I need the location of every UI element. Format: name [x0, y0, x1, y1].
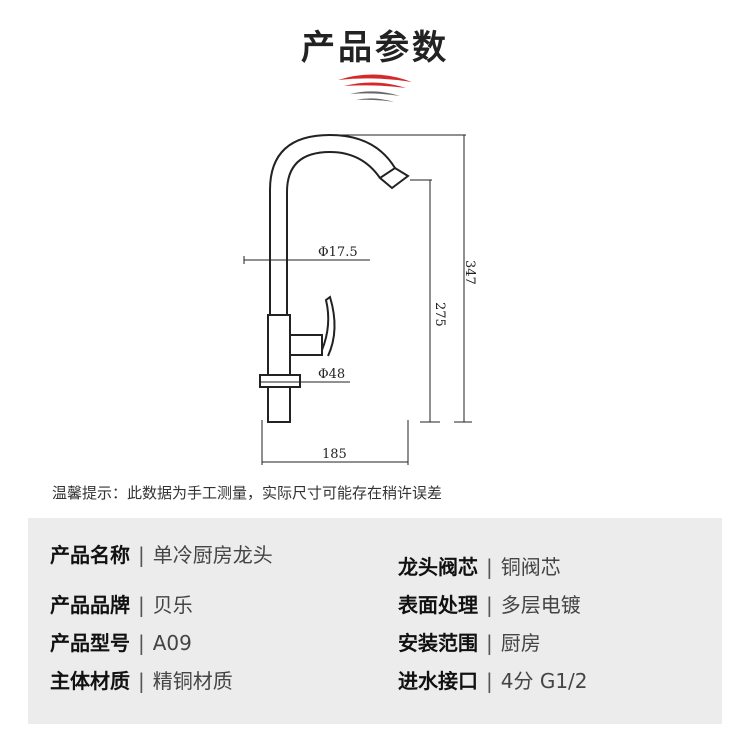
dim-pipe-diameter: Φ17.5: [318, 245, 358, 260]
spec-label: 进水接口: [398, 669, 478, 693]
spec-row: 进水接口 | 4分 G1/2: [398, 666, 588, 696]
spec-separator: |: [486, 593, 493, 617]
faucet-dimension-drawing: Φ17.5 Φ48 275 347 185: [243, 133, 477, 465]
spec-label: 产品名称: [50, 543, 130, 567]
spec-label: 表面处理: [398, 593, 478, 617]
dim-total-height: 347: [462, 260, 477, 285]
spec-label: 主体材质: [50, 669, 130, 693]
spec-row: 产品型号 | A09: [50, 628, 192, 658]
spec-row: 主体材质 | 精铜材质: [50, 666, 233, 696]
page-title: 产品参数: [301, 28, 449, 68]
spec-value: 铜阀芯: [500, 555, 561, 579]
wave-logo-icon: [338, 74, 412, 102]
spec-row: 产品名称 | 单冷厨房龙头: [50, 540, 273, 570]
spec-value: 多层电镀: [500, 593, 581, 617]
spec-value: 厨房: [500, 631, 541, 655]
spec-separator: |: [486, 631, 493, 655]
spec-row: 表面处理 | 多层电镀: [398, 590, 581, 620]
spec-label: 产品型号: [50, 631, 130, 655]
spec-separator: |: [138, 543, 145, 567]
spec-row: 龙头阀芯 | 铜阀芯: [398, 552, 561, 582]
spec-separator: |: [486, 669, 493, 693]
spec-row: 安装范围 | 厨房: [398, 628, 541, 658]
spec-label: 安装范围: [398, 631, 478, 655]
measurement-note: 温馨提示：此数据为手工测量，实际尺寸可能存在稍许误差: [52, 484, 443, 502]
spec-label: 产品品牌: [50, 593, 130, 617]
spec-value: 单冷厨房龙头: [152, 543, 273, 567]
dim-base-diameter: Φ48: [318, 367, 345, 382]
spec-value: 4分 G1/2: [500, 669, 588, 693]
spec-separator: |: [138, 631, 145, 655]
spec-label: 龙头阀芯: [398, 555, 478, 579]
spec-separator: |: [138, 669, 145, 693]
spec-value: A09: [152, 631, 192, 655]
spec-separator: |: [486, 555, 493, 579]
spec-separator: |: [138, 593, 145, 617]
dim-spout-height: 275: [432, 302, 447, 327]
spec-value: 精铜材质: [152, 669, 233, 693]
dim-reach: 185: [322, 447, 347, 462]
spec-value: 贝乐: [152, 593, 193, 617]
spec-table: 产品名称 | 单冷厨房龙头 产品品牌 | 贝乐 产品型号 | A09 主体材质 | 精铜材质 龙…: [28, 518, 722, 724]
spec-row: 产品品牌 | 贝乐: [50, 590, 193, 620]
